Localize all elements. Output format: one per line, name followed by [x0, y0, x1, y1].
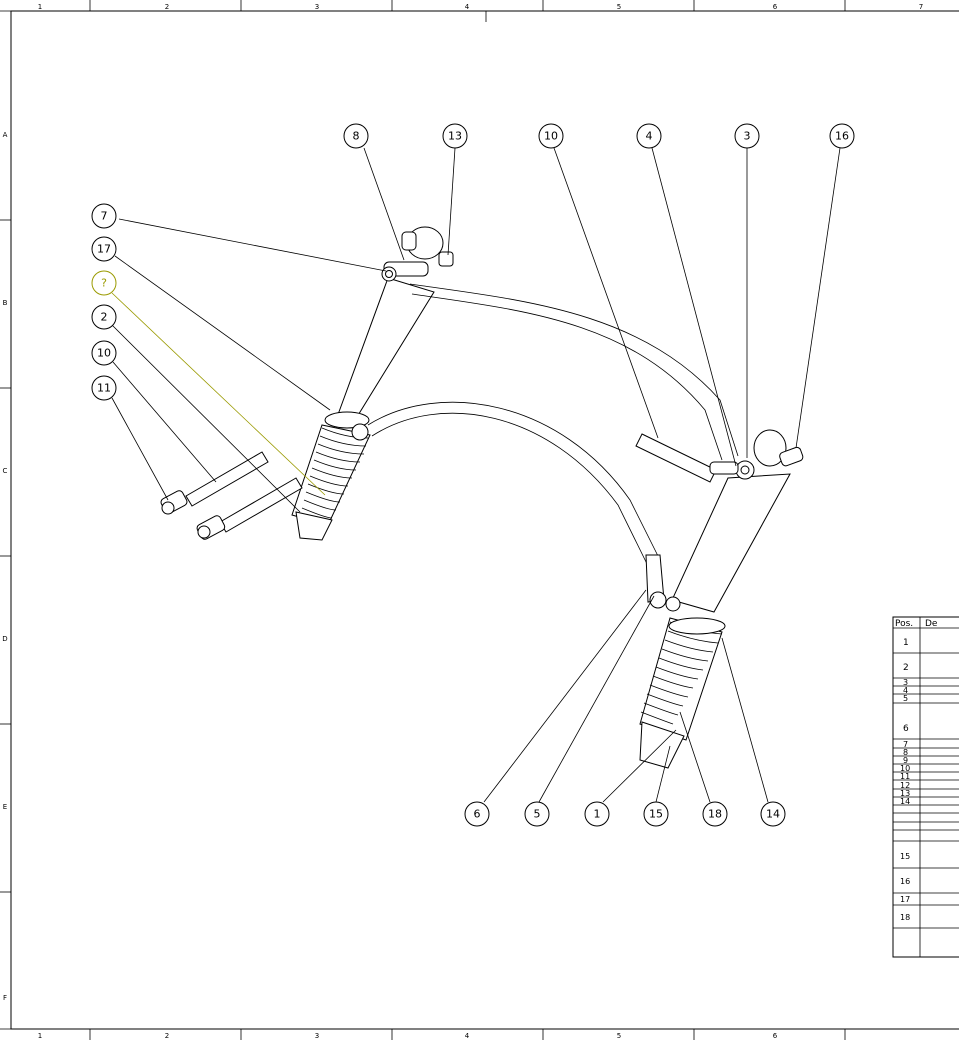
zone-col-label: 2: [165, 1032, 169, 1040]
balloon-15[interactable]: 15: [643, 801, 669, 827]
zone-col-label: 1: [38, 1032, 42, 1040]
loose-fittings: [160, 451, 303, 540]
bom-pos: 12: [900, 781, 910, 790]
bom-pos: 9: [903, 756, 908, 765]
balloon-label: ?: [101, 277, 107, 290]
zone-col-label: 1: [38, 3, 42, 11]
balloon-7[interactable]: 7: [91, 203, 117, 229]
right-bellows: [639, 617, 723, 769]
leader-lines: [111, 147, 841, 803]
balloon-label: 17: [97, 243, 111, 256]
balloon-2[interactable]: 2: [91, 304, 117, 330]
bom-pos: 2: [903, 663, 909, 673]
balloon-label: 10: [544, 130, 558, 143]
balloon-18[interactable]: 18: [702, 801, 728, 827]
balloon-6[interactable]: 6: [464, 801, 490, 827]
zone-col-label: 3: [315, 1032, 319, 1040]
balloon-label: 8: [353, 130, 360, 143]
zone-col-label: 5: [617, 3, 621, 11]
bom-pos: 13: [900, 789, 910, 798]
balloon-label: 2: [101, 311, 108, 324]
balloon-label: 13: [448, 130, 462, 143]
balloon-16[interactable]: 16: [829, 123, 855, 149]
bom-pos: 3: [903, 678, 908, 687]
balloon-5[interactable]: 5: [524, 801, 550, 827]
zone-col-label: 6: [773, 1032, 778, 1040]
zone-col-label: 7: [919, 3, 923, 11]
balloon-label: 1: [594, 808, 601, 821]
right-assembly: [635, 429, 804, 769]
balloon-17[interactable]: 17: [91, 236, 117, 262]
balloon-label: 7: [101, 210, 108, 223]
balloon-8[interactable]: 8: [343, 123, 369, 149]
bom-pos: 15: [900, 852, 910, 861]
zone-col-label: 2: [165, 3, 169, 11]
bom-pos: 6: [903, 724, 909, 734]
bom-pos: 18: [900, 913, 910, 922]
balloon-4[interactable]: 4: [636, 123, 662, 149]
balloon-10-left[interactable]: 10: [91, 340, 117, 366]
bom-pos: 1: [903, 638, 909, 648]
zone-col-label: 5: [617, 1032, 621, 1040]
balloon-question[interactable]: ?: [91, 270, 117, 296]
zone-labels-left: A B C D E F: [2, 131, 7, 1002]
bom-pos: 4: [903, 686, 908, 695]
left-assembly: [160, 226, 739, 571]
zone-labels-top: 1 2 3 4 5 6 7: [38, 3, 923, 11]
balloon-10-top[interactable]: 10: [538, 123, 564, 149]
balloon-label: 14: [766, 808, 780, 821]
bom-header-pos: Pos.: [895, 619, 913, 629]
balloon-11[interactable]: 11: [91, 375, 117, 401]
zone-row-label: B: [3, 299, 8, 307]
zone-row-label: C: [3, 467, 8, 475]
balloon-label: 3: [744, 130, 751, 143]
balloon-label: 4: [646, 130, 653, 143]
zone-labels-bottom: 1 2 3 4 5 6: [38, 1032, 778, 1040]
bom-table: Pos. De 1 2 3 4 5 6 7 8 9 10 11 12 13 14…: [892, 616, 959, 958]
bom-header-desc: De: [925, 619, 938, 629]
bom-pos: 17: [900, 895, 910, 904]
balloon-3[interactable]: 3: [734, 123, 760, 149]
left-bellows: [291, 424, 371, 541]
zone-row-label: F: [3, 994, 7, 1002]
zone-col-label: 4: [465, 3, 470, 11]
balloon-label: 6: [474, 808, 481, 821]
balloon-label: 16: [835, 130, 849, 143]
balloon-label: 11: [97, 382, 111, 395]
balloon-14[interactable]: 14: [760, 801, 786, 827]
zone-row-label: D: [2, 635, 7, 643]
zone-col-label: 6: [773, 3, 778, 11]
bom-pos: 10: [900, 764, 910, 773]
balloon-label: 5: [534, 808, 541, 821]
balloon-13[interactable]: 13: [442, 123, 468, 149]
bom-pos: 7: [903, 740, 908, 749]
bom-pos: 5: [903, 694, 908, 703]
balloon-label: 10: [97, 347, 111, 360]
balloon-label: 15: [649, 808, 663, 821]
bom-pos: 16: [900, 877, 910, 886]
balloon-label: 18: [708, 808, 722, 821]
bom-pos: 11: [900, 772, 910, 781]
bom-pos: 14: [900, 797, 910, 806]
zone-row-label: A: [3, 131, 8, 139]
bom-pos: 8: [903, 748, 908, 757]
zone-col-label: 3: [315, 3, 319, 11]
zone-col-label: 4: [465, 1032, 470, 1040]
balloon-1[interactable]: 1: [584, 801, 610, 827]
zone-row-label: E: [3, 803, 7, 811]
